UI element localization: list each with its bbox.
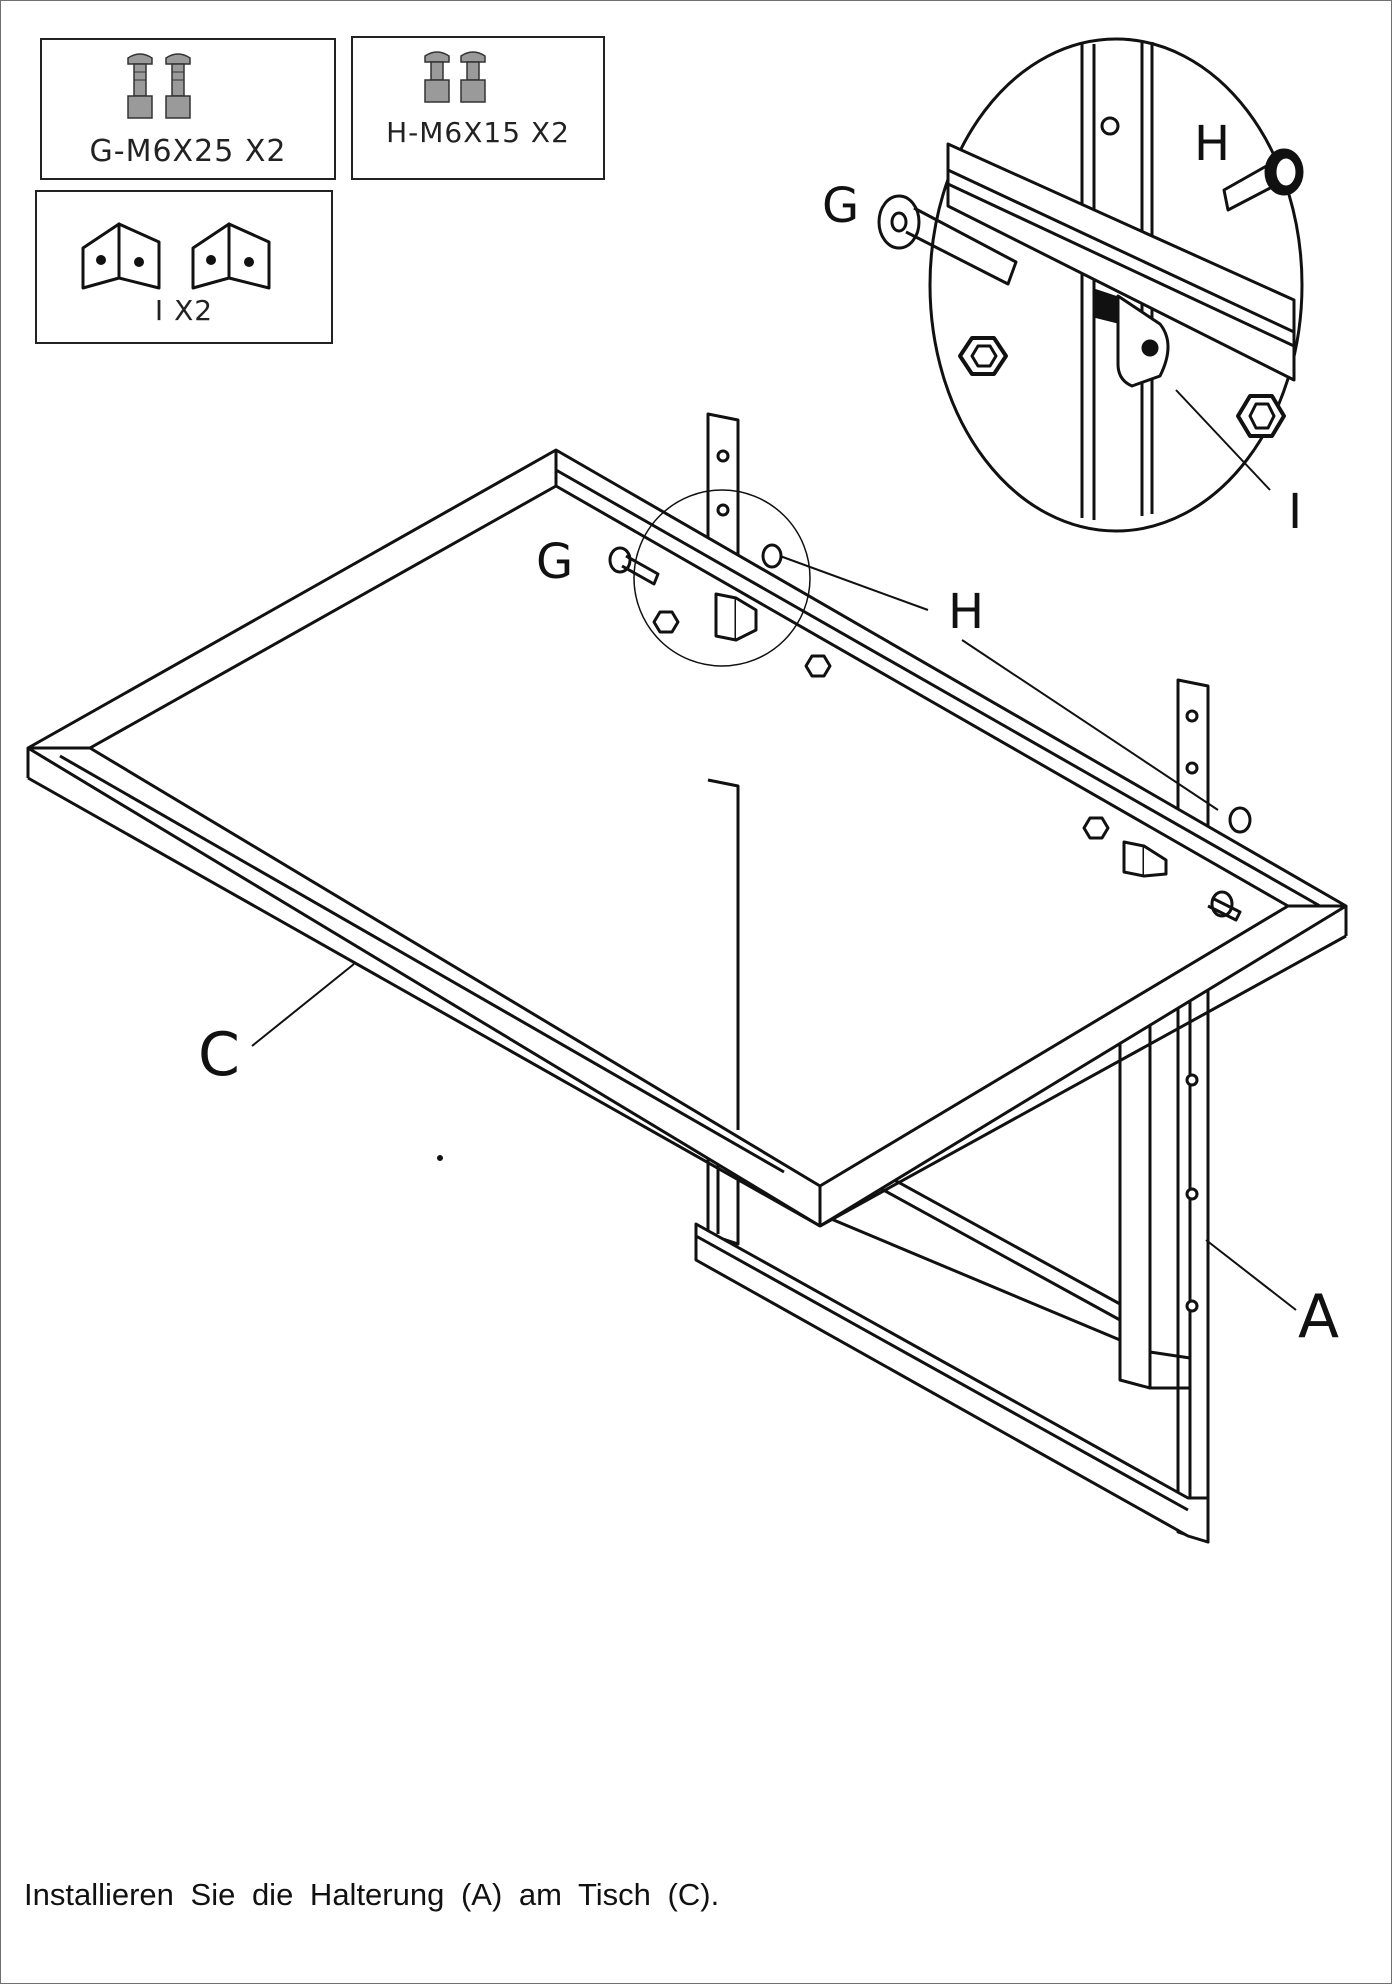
bolt-icon (424, 51, 486, 103)
part-g-label: G-M6X25 X2 (89, 134, 287, 169)
callout-a-bracket: A (1298, 1282, 1340, 1352)
callout-g-detail: G (822, 178, 860, 234)
callout-c-table: C (198, 1020, 240, 1090)
instruction-caption: Installieren Sie die Halterung (A) am Ti… (24, 1877, 720, 1912)
parts-box-i: I X2 (35, 190, 333, 344)
callout-i-detail: I (1288, 484, 1303, 540)
nut-icon (652, 610, 1110, 840)
callout-h-main: H (948, 584, 985, 640)
parts-box-g: G-M6X25 X2 (40, 38, 336, 180)
callout-g-main: G (536, 534, 574, 590)
detail-magnifier (633, 489, 811, 667)
part-h-label: H-M6X15 X2 (386, 116, 570, 149)
detail-view (877, 37, 1304, 533)
angle-bracket-icon (81, 222, 271, 290)
part-i-label: I X2 (154, 294, 214, 327)
callout-h-detail: H (1194, 116, 1231, 172)
parts-box-h: H-M6X15 X2 (351, 36, 605, 180)
table-frame-drawing (26, 448, 1348, 1228)
bolt-icon (127, 53, 191, 119)
